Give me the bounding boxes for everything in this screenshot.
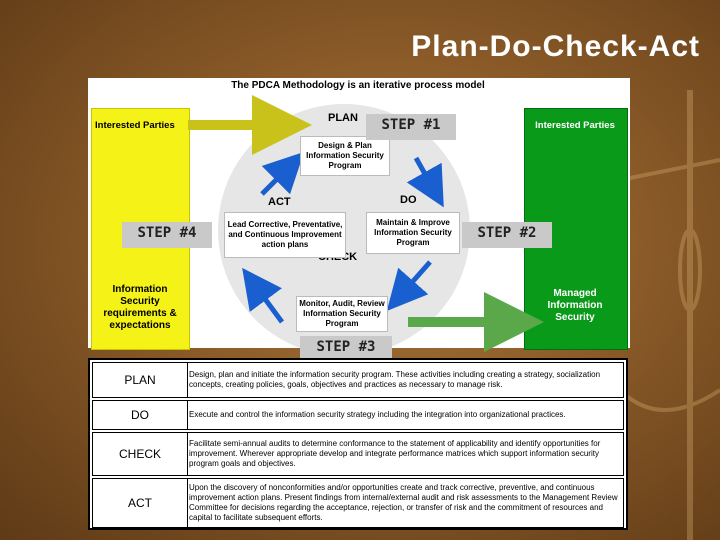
step-2-label: STEP #2: [462, 222, 552, 248]
act-label: ACT: [268, 196, 291, 208]
table-row: CHECK Facilitate semi-annual audits to d…: [92, 432, 624, 476]
plan-box: Design & Plan Information Security Progr…: [300, 136, 390, 176]
output-interested-parties-label: Interested Parties: [535, 120, 615, 131]
security-requirements-label: Information Security requirements & expe…: [103, 284, 177, 331]
managed-security-label: Managed Information Security: [547, 288, 603, 323]
act-box: Lead Corrective, Preventative, and Conti…: [224, 212, 346, 258]
plan-to-do-arrow: [406, 156, 444, 208]
input-interested-parties-label: Interested Parties: [95, 120, 175, 131]
check-to-act-arrow: [242, 267, 285, 324]
do-box: Maintain & Improve Information Security …: [366, 212, 460, 254]
do-label: DO: [400, 194, 417, 206]
slide-title: Plan-Do-Check-Act: [411, 30, 700, 63]
table-row-description: Design, plan and initiate the informatio…: [189, 370, 601, 389]
table-row-description: Execute and control the information secu…: [189, 410, 566, 419]
table-row-description: Facilitate semi-annual audits to determi…: [189, 439, 601, 468]
table-row-description: Upon the discovery of nonconformities an…: [189, 483, 618, 522]
check-box: Monitor, Audit, Review Information Secur…: [296, 296, 388, 332]
table-row: DO Execute and control the information s…: [92, 400, 624, 430]
table-row: ACT Upon the discovery of nonconformitie…: [92, 478, 624, 528]
balance-scale-decoration: [618, 90, 720, 540]
diagram-subtitle: The PDCA Methodology is an iterative pro…: [231, 80, 485, 91]
table-row: PLAN Design, plan and initiate the infor…: [92, 362, 624, 398]
do-to-check-arrow: [386, 260, 432, 311]
step-3-label: STEP #3: [300, 336, 392, 362]
table-row-phase: ACT: [93, 479, 188, 527]
table-row-phase: DO: [93, 401, 188, 429]
step-4-label: STEP #4: [122, 222, 212, 248]
act-to-plan-arrow: [260, 151, 305, 196]
table-row-phase: CHECK: [93, 433, 188, 475]
plan-label: PLAN: [328, 112, 358, 124]
step-1-label: STEP #1: [366, 114, 456, 140]
pdca-description-table: PLAN Design, plan and initiate the infor…: [88, 358, 628, 530]
table-row-phase: PLAN: [93, 363, 188, 397]
